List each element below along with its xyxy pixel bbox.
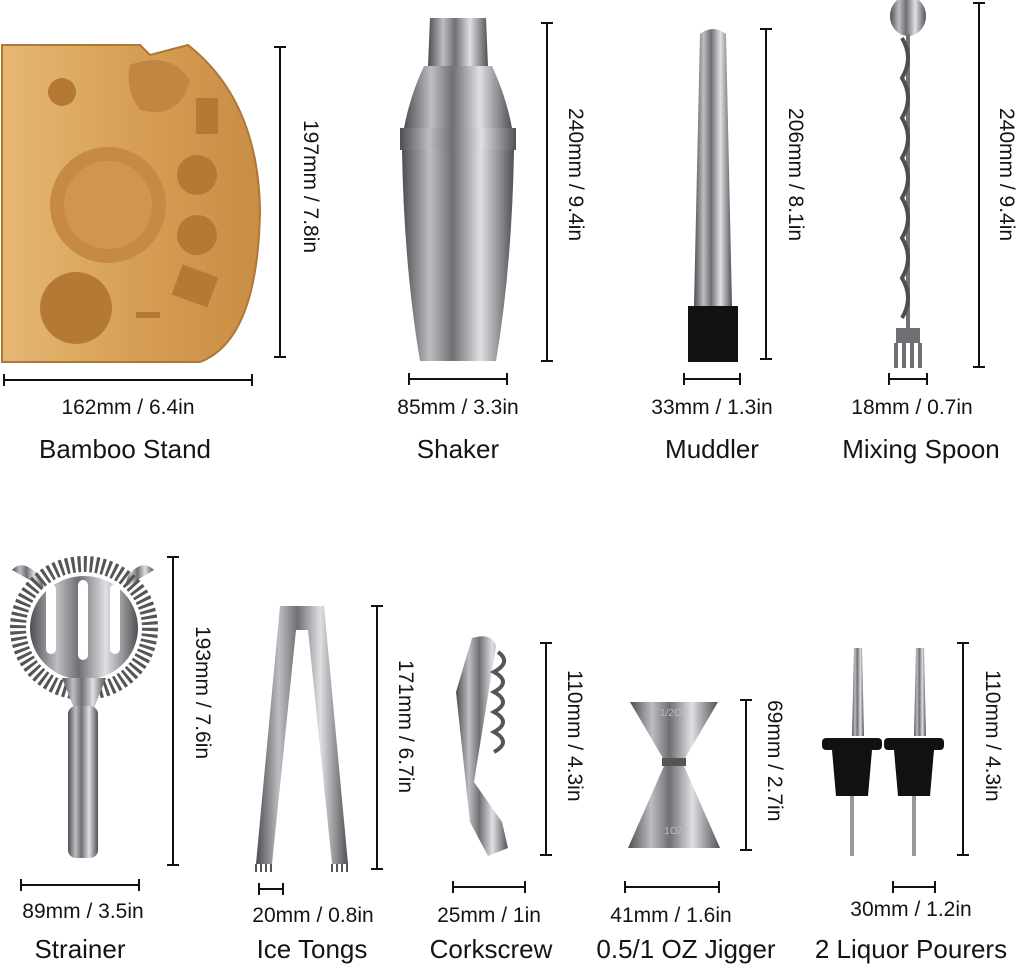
liquor-pourers-label: 2 Liquor Pourers bbox=[814, 934, 1008, 964]
ice-tongs-label: Ice Tongs bbox=[256, 934, 368, 964]
shaker-image bbox=[400, 18, 516, 361]
jigger-image bbox=[628, 702, 720, 848]
jigger-label: 0.5/1 OZ Jigger bbox=[596, 934, 776, 964]
jigger-height: 69mm / 2.7in bbox=[763, 700, 786, 822]
muddler-label: Muddler bbox=[665, 434, 759, 464]
bamboo-stand-height: 197mm / 7.8in bbox=[299, 120, 322, 254]
corkscrew-image bbox=[456, 636, 508, 856]
bamboo-stand-label: Bamboo Stand bbox=[38, 434, 211, 464]
muddler-width: 33mm / 1.3in bbox=[651, 396, 773, 419]
strainer-width: 89mm / 3.5in bbox=[22, 900, 144, 923]
mixing-spoon-image bbox=[890, 0, 926, 368]
mixing-spoon-width: 18mm / 0.7in bbox=[851, 396, 973, 419]
ice-tongs-height: 171mm / 6.7in bbox=[394, 660, 417, 794]
muddler-image bbox=[688, 29, 738, 362]
corkscrew-height: 110mm / 4.3in bbox=[563, 670, 586, 802]
jigger-top-mark: 1/2OZ bbox=[660, 708, 688, 719]
bamboo-stand-width: 162mm / 6.4in bbox=[61, 396, 195, 419]
strainer-label: Strainer bbox=[34, 934, 126, 964]
corkscrew-width: 25mm / 1in bbox=[437, 904, 541, 927]
shaker-height: 240mm / 9.4in bbox=[564, 108, 587, 242]
liquor-pourers-image bbox=[822, 648, 944, 856]
ice-tongs-width: 20mm / 0.8in bbox=[252, 904, 374, 927]
corkscrew-label: Corkscrew bbox=[429, 934, 553, 964]
shaker-label: Shaker bbox=[416, 434, 500, 464]
mixing-spoon-label: Mixing Spoon bbox=[842, 434, 1000, 464]
ice-tongs-image bbox=[255, 606, 348, 872]
strainer-image bbox=[10, 556, 158, 858]
bamboo-stand-image bbox=[1, 43, 262, 363]
jigger-bottom-mark: 1OZ bbox=[664, 826, 684, 837]
mixing-spoon-height: 240mm / 9.4in bbox=[995, 108, 1018, 242]
strainer-height: 193mm / 7.6in bbox=[191, 626, 214, 760]
jigger-width: 41mm / 1.6in bbox=[610, 904, 732, 927]
shaker-width: 85mm / 3.3in bbox=[397, 396, 519, 419]
liquor-pourers-height: 110mm / 4.3in bbox=[981, 670, 1004, 802]
liquor-pourers-width: 30mm / 1.2in bbox=[850, 898, 972, 921]
muddler-height: 206mm / 8.1in bbox=[784, 108, 807, 242]
